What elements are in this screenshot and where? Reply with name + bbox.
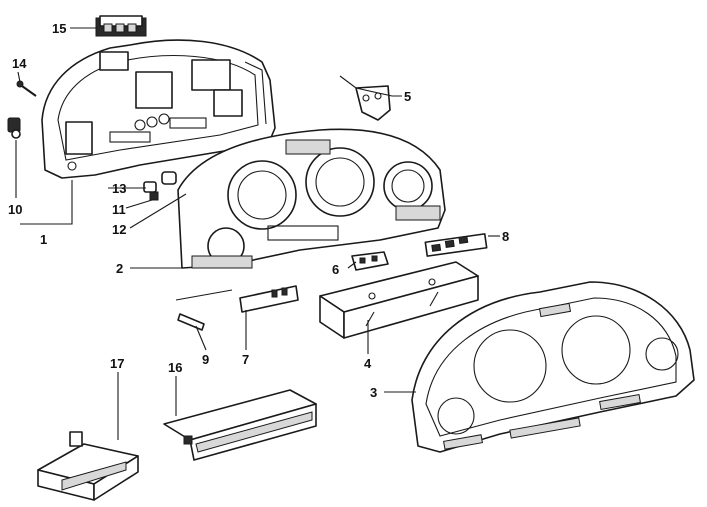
- leader-lines: [15, 27, 500, 440]
- callout-3: 3: [370, 385, 377, 400]
- callout-5: 5: [404, 89, 411, 104]
- callout-15: 15: [52, 21, 66, 36]
- callout-2: 2: [116, 261, 123, 276]
- callout-1: 1: [40, 232, 47, 247]
- callout-11: 11: [112, 202, 126, 217]
- bracket-part: [355, 85, 391, 121]
- clip-part: [351, 251, 389, 271]
- rear-housing-part: [41, 39, 276, 179]
- callout-7: 7: [242, 352, 249, 367]
- printed-circuit-carrier-part: [177, 128, 446, 269]
- front-bezel-part: [411, 281, 695, 453]
- connector-block-part: [37, 431, 139, 501]
- callout-12: 12: [112, 222, 126, 237]
- callout-14: 14: [12, 56, 27, 71]
- callout-8: 8: [502, 229, 509, 244]
- callout-17: 17: [110, 356, 124, 371]
- circuit-module-part: [163, 389, 317, 461]
- callout-6: 6: [332, 262, 339, 277]
- callout-4: 4: [364, 356, 372, 371]
- label-strip-part: [239, 285, 299, 313]
- callout-16: 16: [168, 360, 182, 375]
- screw-part: [16, 80, 37, 97]
- callout-9: 9: [202, 352, 209, 367]
- callout-labels: 15 14 10 1 13 11 12 2 5 6 8 9 7 4 3 16 1…: [8, 21, 509, 400]
- bulb-socket-left-part: [7, 117, 21, 139]
- switch-strip-part: [424, 233, 488, 257]
- callout-13: 13: [112, 181, 126, 196]
- lens-tray-part: [319, 261, 479, 339]
- connector-plug-part: [95, 15, 147, 37]
- pin-part: [177, 313, 205, 331]
- callout-10: 10: [8, 202, 22, 217]
